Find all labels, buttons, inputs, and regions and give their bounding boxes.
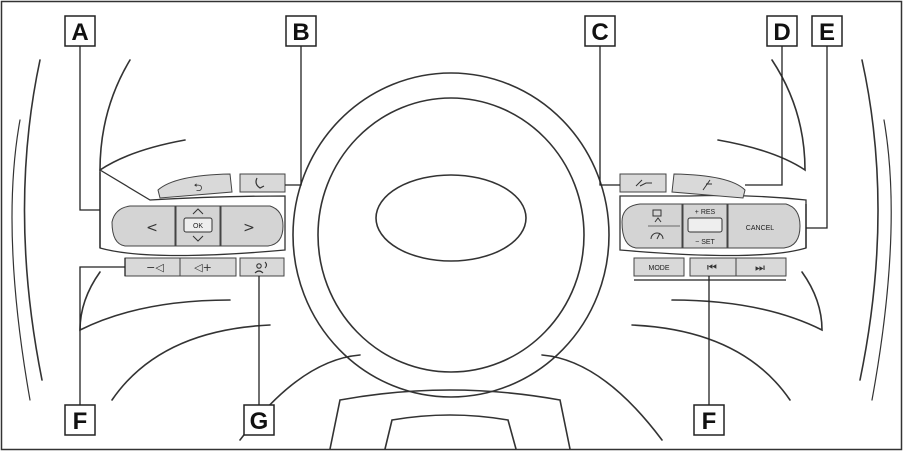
svg-text:A: A — [71, 19, 88, 46]
lane-assist-button[interactable] — [619, 173, 667, 193]
cancel-label: CANCEL — [746, 225, 775, 232]
seek-next-icon: ⏭ — [755, 261, 765, 274]
callout-f-right: F — [693, 404, 725, 436]
callout-a: A — [64, 15, 96, 47]
radar-cruise-icon — [652, 209, 662, 223]
seek-next-button[interactable]: ⏭ — [735, 257, 787, 277]
callout-d: D — [766, 15, 798, 47]
leader-lines — [79, 45, 828, 405]
callout-f-left: F — [64, 404, 96, 436]
lane-assist-icon — [635, 179, 652, 187]
callout-e: E — [811, 15, 843, 47]
cruise-distance-icon — [702, 179, 712, 191]
ok-pad[interactable]: OK — [175, 205, 221, 247]
seek-prev-icon: ⏮ — [707, 261, 717, 274]
cancel-button[interactable]: CANCEL — [727, 203, 801, 249]
speedometer-icon — [650, 232, 664, 240]
back-icon: ⮌ — [194, 181, 203, 194]
callout-g: G — [243, 404, 275, 436]
chevron-down-icon — [192, 235, 204, 242]
svg-text:G: G — [250, 408, 269, 435]
volume-down-button[interactable]: −◁ — [124, 257, 181, 277]
callout-b: B — [285, 15, 317, 47]
volume-down-label: −◁ — [146, 261, 164, 274]
chevron-right-icon: > — [243, 220, 255, 236]
cruise-main-button[interactable] — [621, 203, 683, 249]
mode-button[interactable]: MODE — [633, 257, 685, 277]
ok-label: OK — [193, 223, 203, 230]
voice-button[interactable] — [239, 257, 285, 277]
menu-next-button[interactable]: > — [220, 205, 284, 247]
back-button[interactable]: ⮌ — [157, 173, 233, 199]
voice-icon — [254, 261, 268, 274]
svg-text:E: E — [819, 19, 835, 46]
phone-button[interactable] — [239, 173, 286, 193]
steering-wheel-icon — [11, 59, 892, 450]
svg-text:B: B — [292, 19, 309, 46]
res-label: + RES — [695, 209, 716, 216]
callout-c: C — [584, 15, 616, 47]
chevron-left-icon: < — [146, 220, 158, 236]
cruise-distance-button[interactable] — [671, 173, 746, 199]
svg-text:F: F — [73, 408, 88, 435]
chevron-up-icon — [192, 208, 204, 215]
res-set-lever[interactable]: + RES − SET — [682, 203, 728, 249]
phone-icon — [255, 177, 265, 189]
svg-text:D: D — [773, 19, 790, 46]
mode-label: MODE — [649, 265, 670, 272]
volume-up-button[interactable]: ◁+ — [179, 257, 237, 277]
set-label: − SET — [695, 239, 715, 246]
menu-prev-button[interactable]: < — [111, 205, 176, 247]
svg-text:F: F — [702, 408, 717, 435]
seek-prev-button[interactable]: ⏮ — [689, 257, 737, 277]
volume-up-label: ◁+ — [194, 261, 212, 274]
svg-text:C: C — [591, 19, 608, 46]
